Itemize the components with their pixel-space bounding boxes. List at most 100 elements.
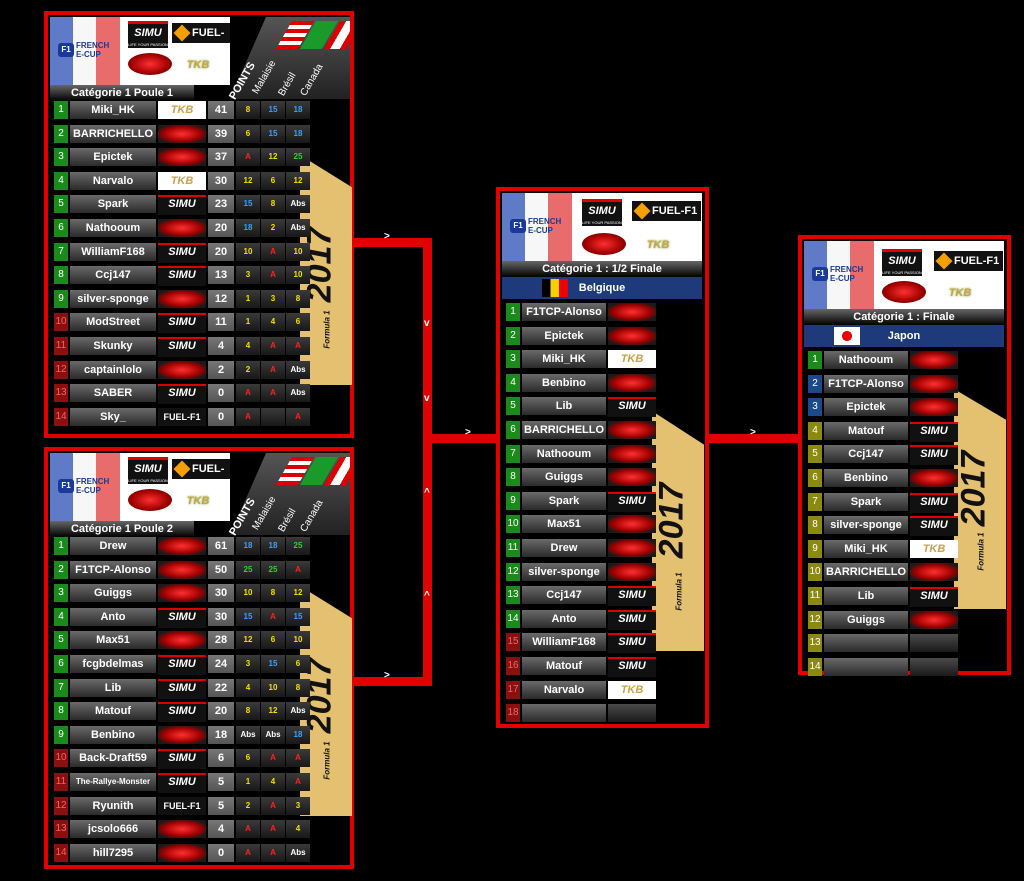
points-total: 22 (208, 678, 234, 697)
race-result: Abs (286, 360, 310, 379)
rank-badge: 10 (54, 749, 68, 768)
simu-tagline: LIFE YOUR PASSION (128, 478, 168, 483)
driver-name: Miki_HK (70, 101, 156, 119)
driver-name: hill7295 (70, 843, 156, 862)
red-team-logo (910, 351, 958, 369)
red-team-logo (158, 843, 206, 862)
empty-team-slot (608, 704, 656, 723)
race-result: A (236, 820, 260, 839)
race-result: A (236, 148, 260, 167)
fuel-logo: FUEL-F1 (934, 251, 1004, 271)
driver-name: Lib (70, 678, 156, 697)
driver-name: WilliamF168 (522, 633, 606, 652)
fuel-logo: FUEL-F1 (632, 201, 702, 221)
rank-badge: 10 (808, 563, 822, 582)
red-team-logo (608, 539, 656, 557)
rank-badge: 12 (54, 360, 68, 379)
gp-belgique: Belgique (502, 277, 702, 299)
driver-name: silver-sponge (522, 562, 606, 581)
rank-badge: 4 (808, 421, 822, 440)
rank-badge: 12 (808, 610, 822, 629)
race-result: A (261, 242, 285, 261)
race-result: A (286, 337, 310, 355)
race-result: 15 (236, 195, 260, 214)
race-result: 15 (261, 124, 285, 143)
red-team-logo (158, 537, 206, 555)
fuel-team-logo: FUEL-F1 (158, 407, 206, 426)
rank-badge: 12 (506, 562, 520, 581)
race-result: 10 (236, 584, 260, 603)
red-team-logo (608, 515, 656, 534)
race-result: A (286, 407, 310, 426)
gp-japon: Japon (804, 325, 1004, 347)
race-result: 18 (261, 537, 285, 555)
simu-team-logo: SIMU (158, 773, 206, 793)
race-result: A (261, 796, 285, 815)
rank-badge: 12 (54, 796, 68, 815)
points-total: 20 (208, 702, 234, 721)
f1-logo: F1 (510, 219, 526, 233)
rank-badge: 11 (54, 337, 68, 355)
race-result: 12 (286, 584, 310, 603)
rank-badge: 1 (506, 303, 520, 321)
connector-to-semi (423, 434, 499, 443)
race-result: 15 (236, 607, 260, 626)
rank-badge: 6 (506, 421, 520, 439)
race-result: A (261, 360, 285, 379)
points-total: 20 (208, 219, 234, 237)
race-result: 18 (236, 219, 260, 237)
race-result: 10 (236, 242, 260, 261)
race-result: 15 (286, 607, 310, 626)
rank-badge: 13 (808, 634, 822, 653)
simu-tagline: LIFE YOUR PASSION (128, 42, 168, 47)
driver-name: Nathooum (70, 219, 156, 237)
connector-vertical (423, 238, 432, 686)
race-result: Abs (286, 195, 310, 214)
driver-name: BARRICHELLO (522, 421, 606, 439)
red-team-logo (608, 373, 656, 392)
rank-badge: 14 (54, 843, 68, 862)
red-team-logo (158, 360, 206, 379)
tkb-logo: TKB (948, 287, 972, 299)
simu-team-logo: SIMU (158, 702, 206, 723)
simu-team-logo: SIMU (158, 607, 206, 628)
race-result: 8 (261, 195, 285, 214)
race-result: A (261, 266, 285, 285)
race-result: 15 (261, 655, 285, 673)
driver-name: Spark (522, 491, 606, 510)
simu-team-logo: SIMU (910, 421, 958, 442)
standing-row: 13 (802, 632, 1002, 654)
red-team-logo (608, 468, 656, 487)
driver-name: Epictek (70, 148, 156, 167)
race-result: 6 (286, 313, 310, 332)
driver-name: Ryunith (70, 796, 156, 815)
red-team-logo (128, 53, 172, 75)
red-team-logo (608, 303, 656, 321)
points-total: 18 (208, 725, 234, 744)
race-result: 15 (261, 101, 285, 119)
red-team-logo (158, 289, 206, 308)
rank-badge: 11 (54, 773, 68, 791)
f1-2017-decor: 2017 Formula 1 (954, 389, 1006, 609)
race-result: A (261, 337, 285, 355)
race-result: 4 (261, 313, 285, 332)
race-result: 12 (236, 171, 260, 190)
